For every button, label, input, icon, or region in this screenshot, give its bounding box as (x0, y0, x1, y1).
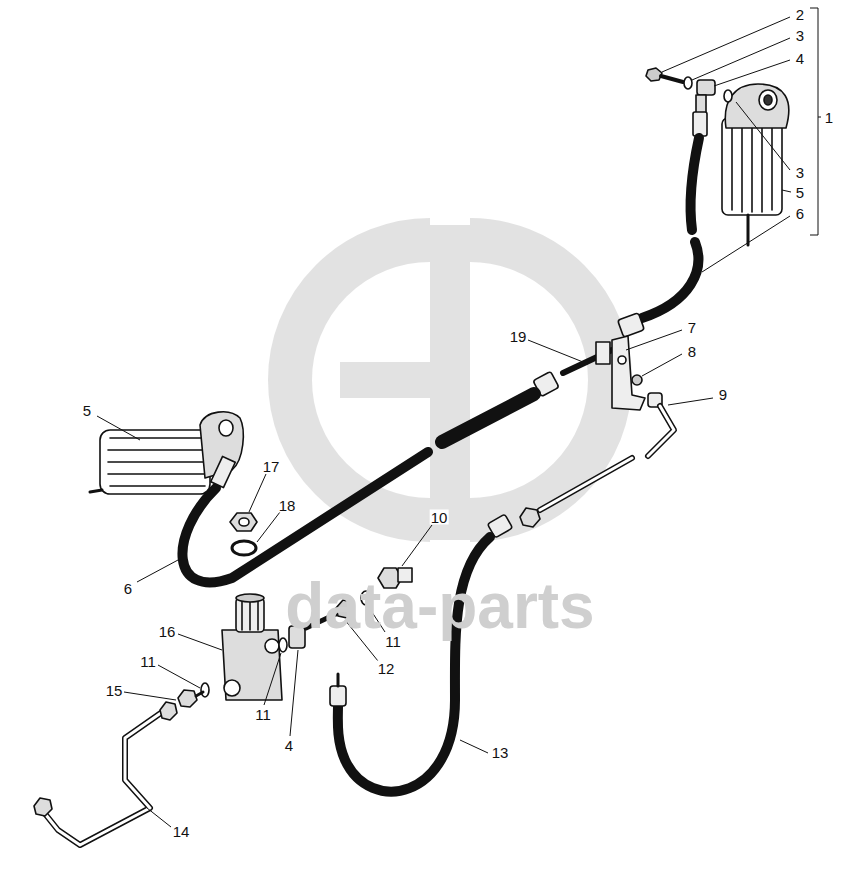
callout-number: 12 (377, 661, 396, 676)
callout-number: 14 (172, 824, 191, 839)
callout-number: 13 (491, 745, 510, 760)
callout-number: 4 (284, 738, 294, 753)
callout-number: 9 (718, 387, 728, 402)
leader-lines (97, 8, 821, 827)
watermark-text: data-parts (285, 574, 594, 638)
filter-left (90, 412, 243, 494)
callout-number: 16 (158, 624, 177, 639)
callout-number: 8 (687, 344, 697, 359)
callout-number: 15 (105, 683, 124, 698)
callout-number: 19 (509, 329, 528, 344)
pump-16 (222, 594, 282, 700)
callout-number: 1 (824, 110, 834, 125)
callout-number: 3 (795, 28, 805, 43)
parts (34, 68, 789, 845)
callout-number: 17 (262, 459, 281, 474)
banjo-bolt-top (646, 68, 732, 113)
hose-left (182, 371, 559, 582)
callout-number: 6 (123, 581, 133, 596)
callout-number: 5 (795, 185, 805, 200)
callout-number: 11 (139, 654, 157, 669)
pipe-9 (648, 393, 674, 456)
callout-number: 18 (278, 498, 297, 513)
watermark-logo (290, 225, 610, 540)
filter-top (722, 84, 789, 245)
callout-number: 10 (430, 510, 449, 525)
callout-number: 3 (795, 165, 805, 180)
callout-number: 6 (795, 206, 805, 221)
callout-number: 5 (82, 403, 92, 418)
callout-number: 7 (687, 320, 697, 335)
nut-washer (230, 513, 257, 555)
callout-number: 4 (795, 51, 805, 66)
pipe-14 (34, 702, 177, 845)
callout-number: 2 (795, 7, 805, 22)
hose-top (618, 112, 707, 337)
callout-number: 11 (254, 707, 272, 722)
